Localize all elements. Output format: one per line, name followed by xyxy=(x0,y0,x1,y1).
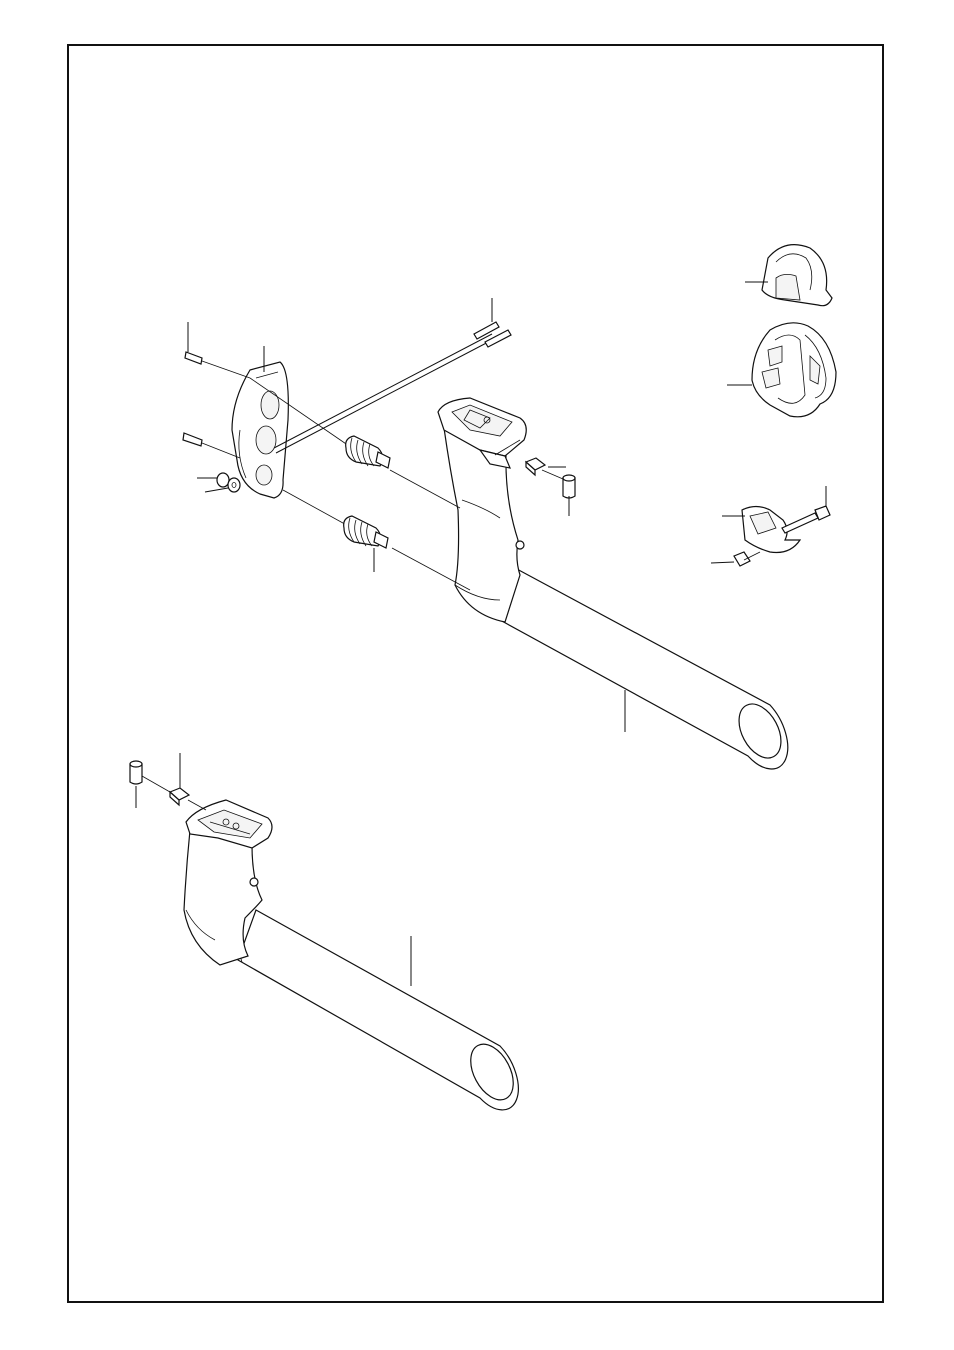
upper-handle-assembly xyxy=(438,398,790,769)
lever-holder-nut xyxy=(711,552,760,566)
lever-holder-bolt xyxy=(782,486,830,533)
throttle-trigger-cover xyxy=(745,245,832,306)
spacer-sleeve xyxy=(563,475,575,516)
handle-bracket xyxy=(232,346,288,498)
square-nut-lower xyxy=(170,753,206,810)
lower-handle-assembly xyxy=(184,800,522,1110)
damper-spring xyxy=(344,436,390,572)
square-nut xyxy=(526,458,566,475)
assembly-axis-lines xyxy=(250,378,570,590)
spacer-sleeve-lower xyxy=(130,761,170,808)
throttle-trigger xyxy=(727,323,836,417)
rod-bolt xyxy=(474,298,511,347)
spring-washer xyxy=(197,473,229,487)
